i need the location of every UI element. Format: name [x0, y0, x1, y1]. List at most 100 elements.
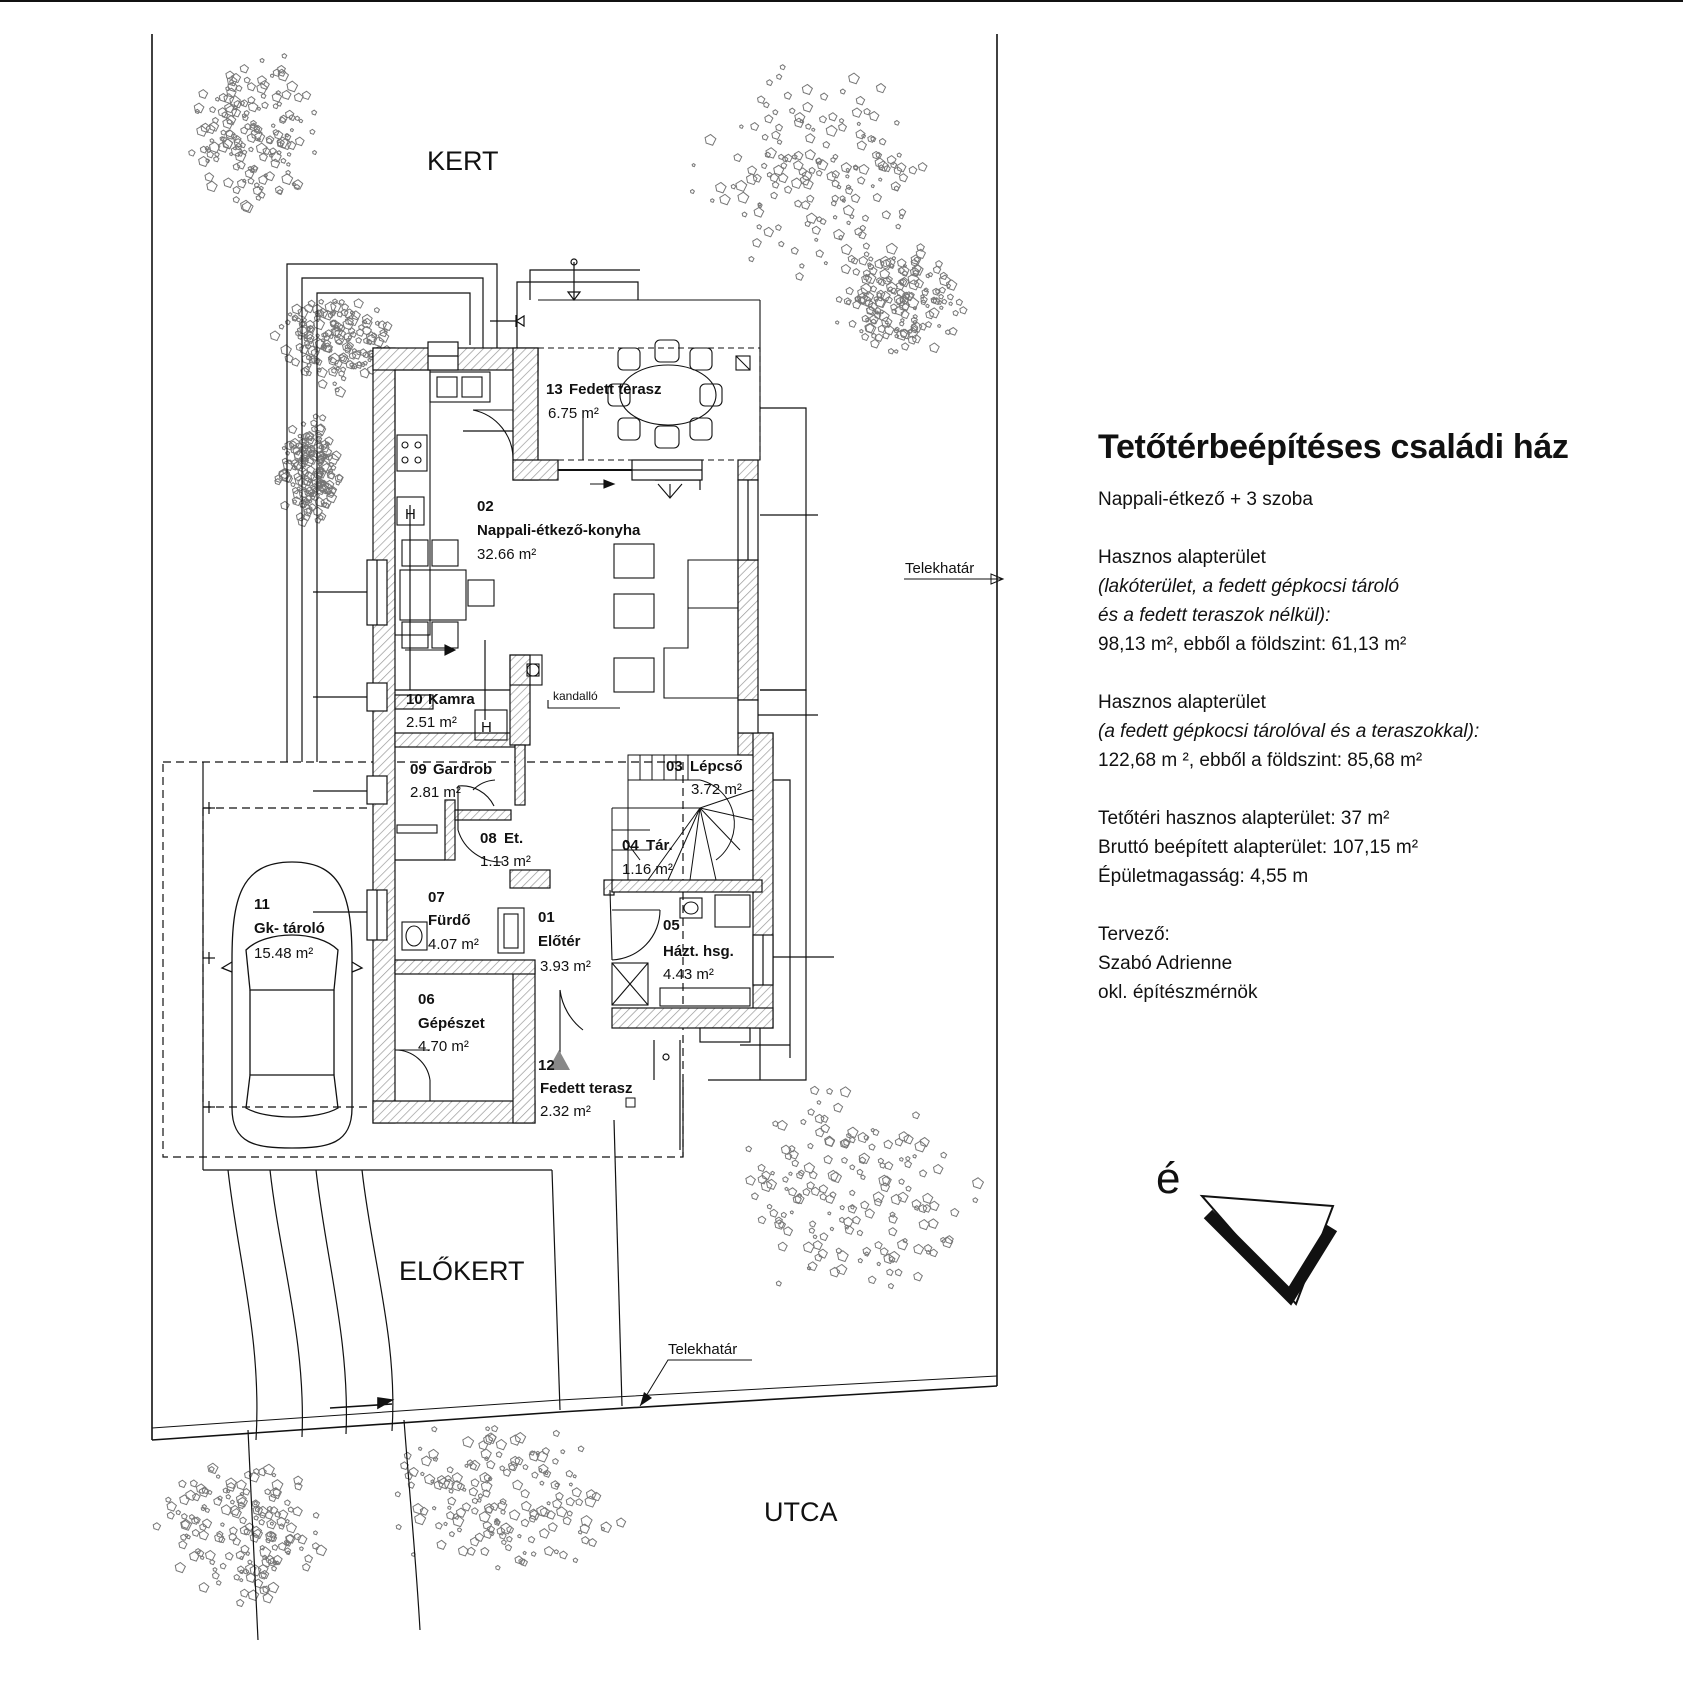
vegetation-mark [235, 1493, 247, 1505]
vegetation-mark [872, 1191, 885, 1204]
vegetation-mark [216, 1530, 224, 1539]
svg-text:08: 08 [480, 830, 497, 847]
vegetation-mark [912, 1153, 918, 1159]
vegetation-mark [789, 1210, 795, 1215]
vegetation-mark [571, 1487, 582, 1498]
vegetation-mark [490, 1502, 499, 1511]
vegetation-mark [823, 260, 829, 266]
vegetation-mark [318, 459, 331, 473]
vegetation-mark [887, 1282, 895, 1290]
vegetation-mark [362, 325, 373, 336]
vegetation-mark [877, 1157, 885, 1165]
vegetation-mark [258, 1518, 266, 1526]
vegetation-mark [782, 1176, 789, 1183]
vegetation-mark [799, 119, 805, 124]
room-11-label: 11 Gk- tároló 15.48 m² [254, 896, 325, 962]
vegetation-mark [885, 257, 896, 268]
vegetation-mark [443, 1521, 448, 1527]
vegetation-mark [277, 1541, 287, 1551]
vegetation-mark [259, 1585, 269, 1596]
vegetation-mark [292, 499, 298, 504]
vegetation-mark [836, 1250, 849, 1263]
vegetation-mark [894, 349, 899, 354]
vegetation-mark [521, 1500, 532, 1512]
vegetation-mark [199, 1523, 208, 1532]
vegetation-mark [237, 1501, 246, 1510]
vegetation-mark [418, 1446, 423, 1451]
vegetation-mark [214, 151, 220, 158]
vegetation-mark [201, 1486, 209, 1495]
vegetation-mark [778, 172, 789, 184]
vegetation-mark [519, 1558, 529, 1567]
doors [394, 409, 683, 1101]
vegetation-mark [776, 73, 783, 80]
vegetation-mark [292, 446, 302, 456]
vegetation-mark [778, 153, 785, 161]
vegetation-mark [305, 432, 314, 441]
svg-text:15.48 m²: 15.48 m² [254, 945, 313, 962]
vegetation-mark [748, 255, 755, 263]
room-03-label: 03 [666, 758, 683, 775]
vegetation-mark [854, 227, 864, 237]
svg-text:Gardrob: Gardrob [433, 761, 492, 778]
vegetation-mark [201, 1503, 208, 1510]
vegetation-mark [334, 387, 340, 393]
vegetation-mark [334, 386, 347, 398]
vegetation-mark [878, 1174, 891, 1187]
designer-title: okl. építészmérnök [1098, 982, 1258, 1003]
vegetation-mark [215, 1474, 221, 1479]
vegetation-mark [529, 1509, 541, 1521]
vegetation-mark [848, 319, 857, 328]
vegetation-mark [816, 216, 823, 223]
vegetation-mark [566, 1510, 573, 1517]
vegetation-mark [288, 424, 298, 435]
vegetation-mark [818, 1184, 829, 1194]
vegetation-mark [236, 160, 246, 170]
vegetation-mark [752, 173, 762, 183]
vegetation-mark [359, 367, 371, 379]
vegetation-mark [757, 1215, 767, 1225]
vegetation-mark [225, 129, 234, 138]
vegetation-mark [838, 117, 845, 124]
vegetation-mark [260, 93, 267, 99]
vegetation-mark [363, 337, 371, 345]
vegetation-mark [302, 1562, 311, 1572]
vegetation-mark [281, 89, 292, 100]
vegetation-mark [496, 1526, 506, 1536]
designer-label: Tervező: [1098, 924, 1170, 945]
vegetation-mark [922, 1192, 934, 1204]
vegetation-mark [867, 134, 876, 143]
vegetation-mark [938, 274, 952, 287]
vegetation-mark [206, 180, 218, 193]
vegetation-mark [835, 1247, 843, 1254]
vegetation-mark [259, 152, 268, 162]
vegetation-mark [799, 263, 805, 269]
fireplace-label: kandalló [553, 689, 598, 703]
vegetation-mark [752, 237, 762, 248]
vegetation-mark [879, 1162, 886, 1169]
vegetation-mark [784, 185, 793, 194]
vegetation-mark [304, 340, 311, 347]
vegetation-mark [278, 1523, 285, 1530]
vegetation-mark [292, 179, 304, 190]
vegetation-mark [355, 336, 363, 344]
vegetation-mark [252, 1528, 264, 1540]
vegetation-mark [340, 375, 347, 382]
vegetation-mark [310, 419, 318, 427]
vegetation-mark [275, 90, 282, 96]
vegetation-mark [312, 1511, 320, 1519]
vegetation-mark [236, 1598, 245, 1608]
vegetation-mark [250, 119, 257, 127]
vegetation-mark [862, 1246, 872, 1256]
vegetation-mark [869, 285, 878, 293]
vegetation-mark [222, 138, 234, 149]
vegetation-mark [317, 309, 325, 317]
vegetation-mark [890, 1193, 903, 1206]
vegetation-mark [901, 342, 910, 351]
vegetation-mark [779, 64, 786, 71]
vegetation-mark [554, 1482, 560, 1488]
vegetation-mark [890, 161, 898, 169]
vegetation-mark [858, 1156, 867, 1165]
vegetation-mark [298, 488, 309, 499]
vegetation-mark [766, 79, 774, 87]
